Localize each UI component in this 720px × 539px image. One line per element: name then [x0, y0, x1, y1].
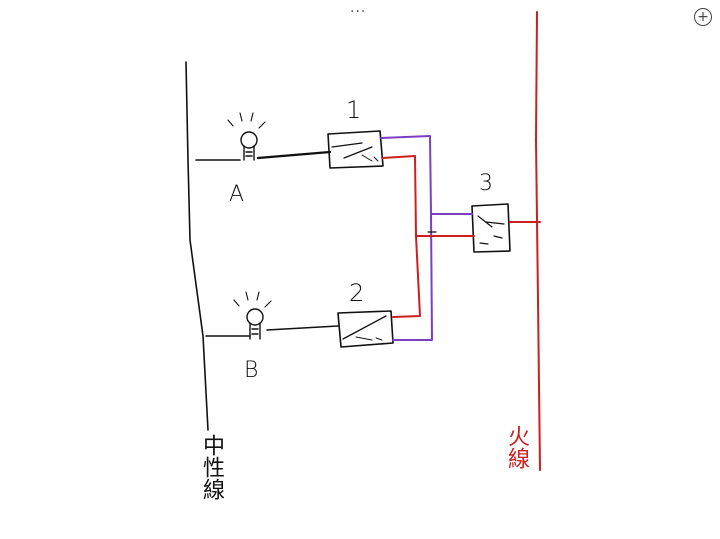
switch-1-label: 1	[346, 96, 361, 124]
switch-3-label: 3	[479, 171, 493, 196]
neutral-wire	[185, 61, 251, 431]
traveler-wires	[380, 135, 473, 341]
lamp-b-icon	[233, 291, 272, 340]
neutral-wire-label: 中性線	[199, 434, 224, 500]
wire-lamp-a-switch-1	[256, 150, 332, 160]
lamp-b-label: B	[244, 358, 258, 383]
switch-2	[337, 310, 394, 348]
switch-3	[471, 203, 511, 253]
switch-2-label: 2	[349, 279, 364, 307]
wire-lamp-b-switch-2	[266, 325, 339, 331]
live-wires	[381, 11, 541, 471]
live-wire-label: 火線	[504, 425, 529, 469]
plus-icon: +	[697, 9, 709, 25]
switch-1	[327, 130, 384, 169]
lamp-a-label: A	[229, 182, 244, 207]
lamp-a-icon	[227, 112, 266, 161]
add-page-button[interactable]: +	[694, 8, 712, 26]
more-menu-icon[interactable]: ···	[350, 4, 367, 20]
